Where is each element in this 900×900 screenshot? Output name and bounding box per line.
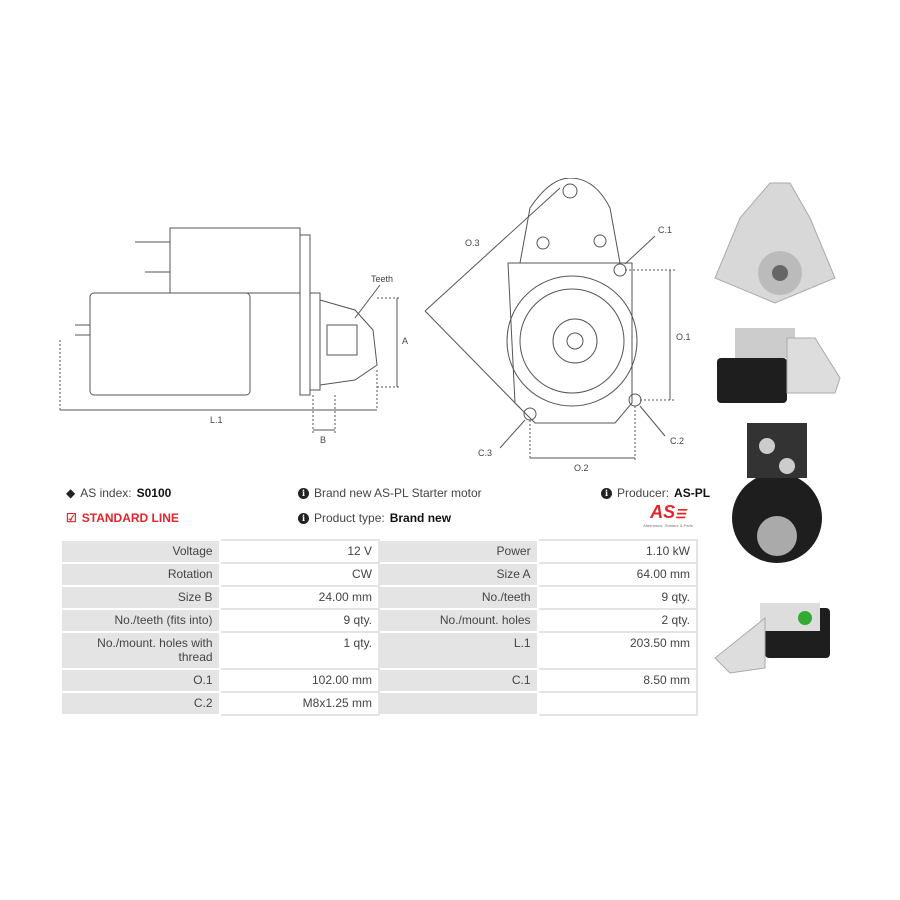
product-type-value: Brand new — [389, 511, 452, 525]
producer: i Producer: AS-PL — [601, 486, 710, 500]
spec-label: C.1 — [378, 668, 539, 693]
spec-value: 1 qty. — [218, 631, 381, 670]
spec-value: 1.10 kW — [536, 539, 699, 564]
producer-label: Producer: — [617, 486, 670, 500]
spec-label: Size A — [378, 562, 539, 587]
spec-value: 64.00 mm — [536, 562, 699, 587]
as-pl-logo: AS☰ Alternators, Starters & Parts — [643, 502, 693, 528]
photo-angle — [714, 603, 830, 674]
spec-value: 12 V — [218, 539, 381, 564]
spec-label: O.1 — [60, 668, 221, 693]
spec-value: 8.50 mm — [536, 668, 699, 693]
product-photos — [714, 182, 841, 674]
spec-value: 9 qty. — [218, 608, 381, 633]
spec-label: Rotation — [60, 562, 221, 587]
c2-label: C.2 — [670, 436, 684, 446]
spec-label: No./mount. holes with thread — [60, 631, 221, 670]
info-icon: i — [601, 487, 612, 499]
spec-label: No./teeth — [378, 585, 539, 610]
side-view-drawing: Teeth A B L.1 — [59, 227, 408, 445]
spec-label: Voltage — [60, 539, 221, 564]
product-type-label: Product type: — [314, 511, 385, 525]
spec-label — [378, 691, 539, 716]
photo-side — [717, 328, 841, 403]
a-label: A — [402, 336, 408, 346]
c3-label: C.3 — [478, 448, 492, 458]
spec-value: 203.50 mm — [536, 631, 699, 670]
description-text: Brand new AS-PL Starter motor — [314, 486, 482, 500]
product-type: i Product type: Brand new — [298, 511, 451, 525]
standard-line-label: STANDARD LINE — [81, 511, 179, 525]
spec-label: Size B — [60, 585, 221, 610]
standard-line: ☑ STANDARD LINE — [66, 511, 179, 525]
b-label: B — [320, 435, 326, 445]
spec-label: L.1 — [378, 631, 539, 670]
o3-label: O.3 — [465, 238, 480, 248]
as-index-value: S0100 — [136, 486, 172, 500]
teeth-label: Teeth — [371, 274, 393, 284]
spec-value: 2 qty. — [536, 608, 699, 633]
spec-value: 9 qty. — [536, 585, 699, 610]
as-index: ◆ AS index: S0100 — [66, 486, 171, 500]
o1-label: O.1 — [676, 332, 691, 342]
info-icon: i — [298, 512, 309, 524]
front-view-drawing: O.3 C.1 O.1 C.2 C.3 O.2 — [424, 178, 691, 473]
checkbox-icon: ☑ — [66, 511, 77, 525]
spec-label: No./mount. holes — [378, 608, 539, 633]
spec-label: No./teeth (fits into) — [60, 608, 221, 633]
l1-label: L.1 — [210, 415, 223, 425]
spec-value: 24.00 mm — [218, 585, 381, 610]
description: i Brand new AS-PL Starter motor — [298, 486, 482, 500]
c1-label: C.1 — [658, 225, 672, 235]
spec-value: 102.00 mm — [218, 668, 381, 693]
o2-label: O.2 — [574, 463, 589, 473]
photo-rear — [732, 423, 822, 563]
spec-value: CW — [218, 562, 381, 587]
producer-value: AS-PL — [674, 486, 711, 500]
spec-value: M8x1.25 mm — [218, 691, 381, 716]
spec-label: C.2 — [60, 691, 221, 716]
spec-value — [536, 691, 699, 716]
photo-front — [714, 182, 836, 304]
tag-icon: ◆ — [66, 486, 76, 500]
info-icon: i — [298, 487, 309, 499]
spec-label: Power — [378, 539, 539, 564]
as-index-label: AS index: — [80, 486, 132, 500]
table-row: No./teeth (fits into)9 qty.No./mount. ho… — [60, 608, 699, 633]
